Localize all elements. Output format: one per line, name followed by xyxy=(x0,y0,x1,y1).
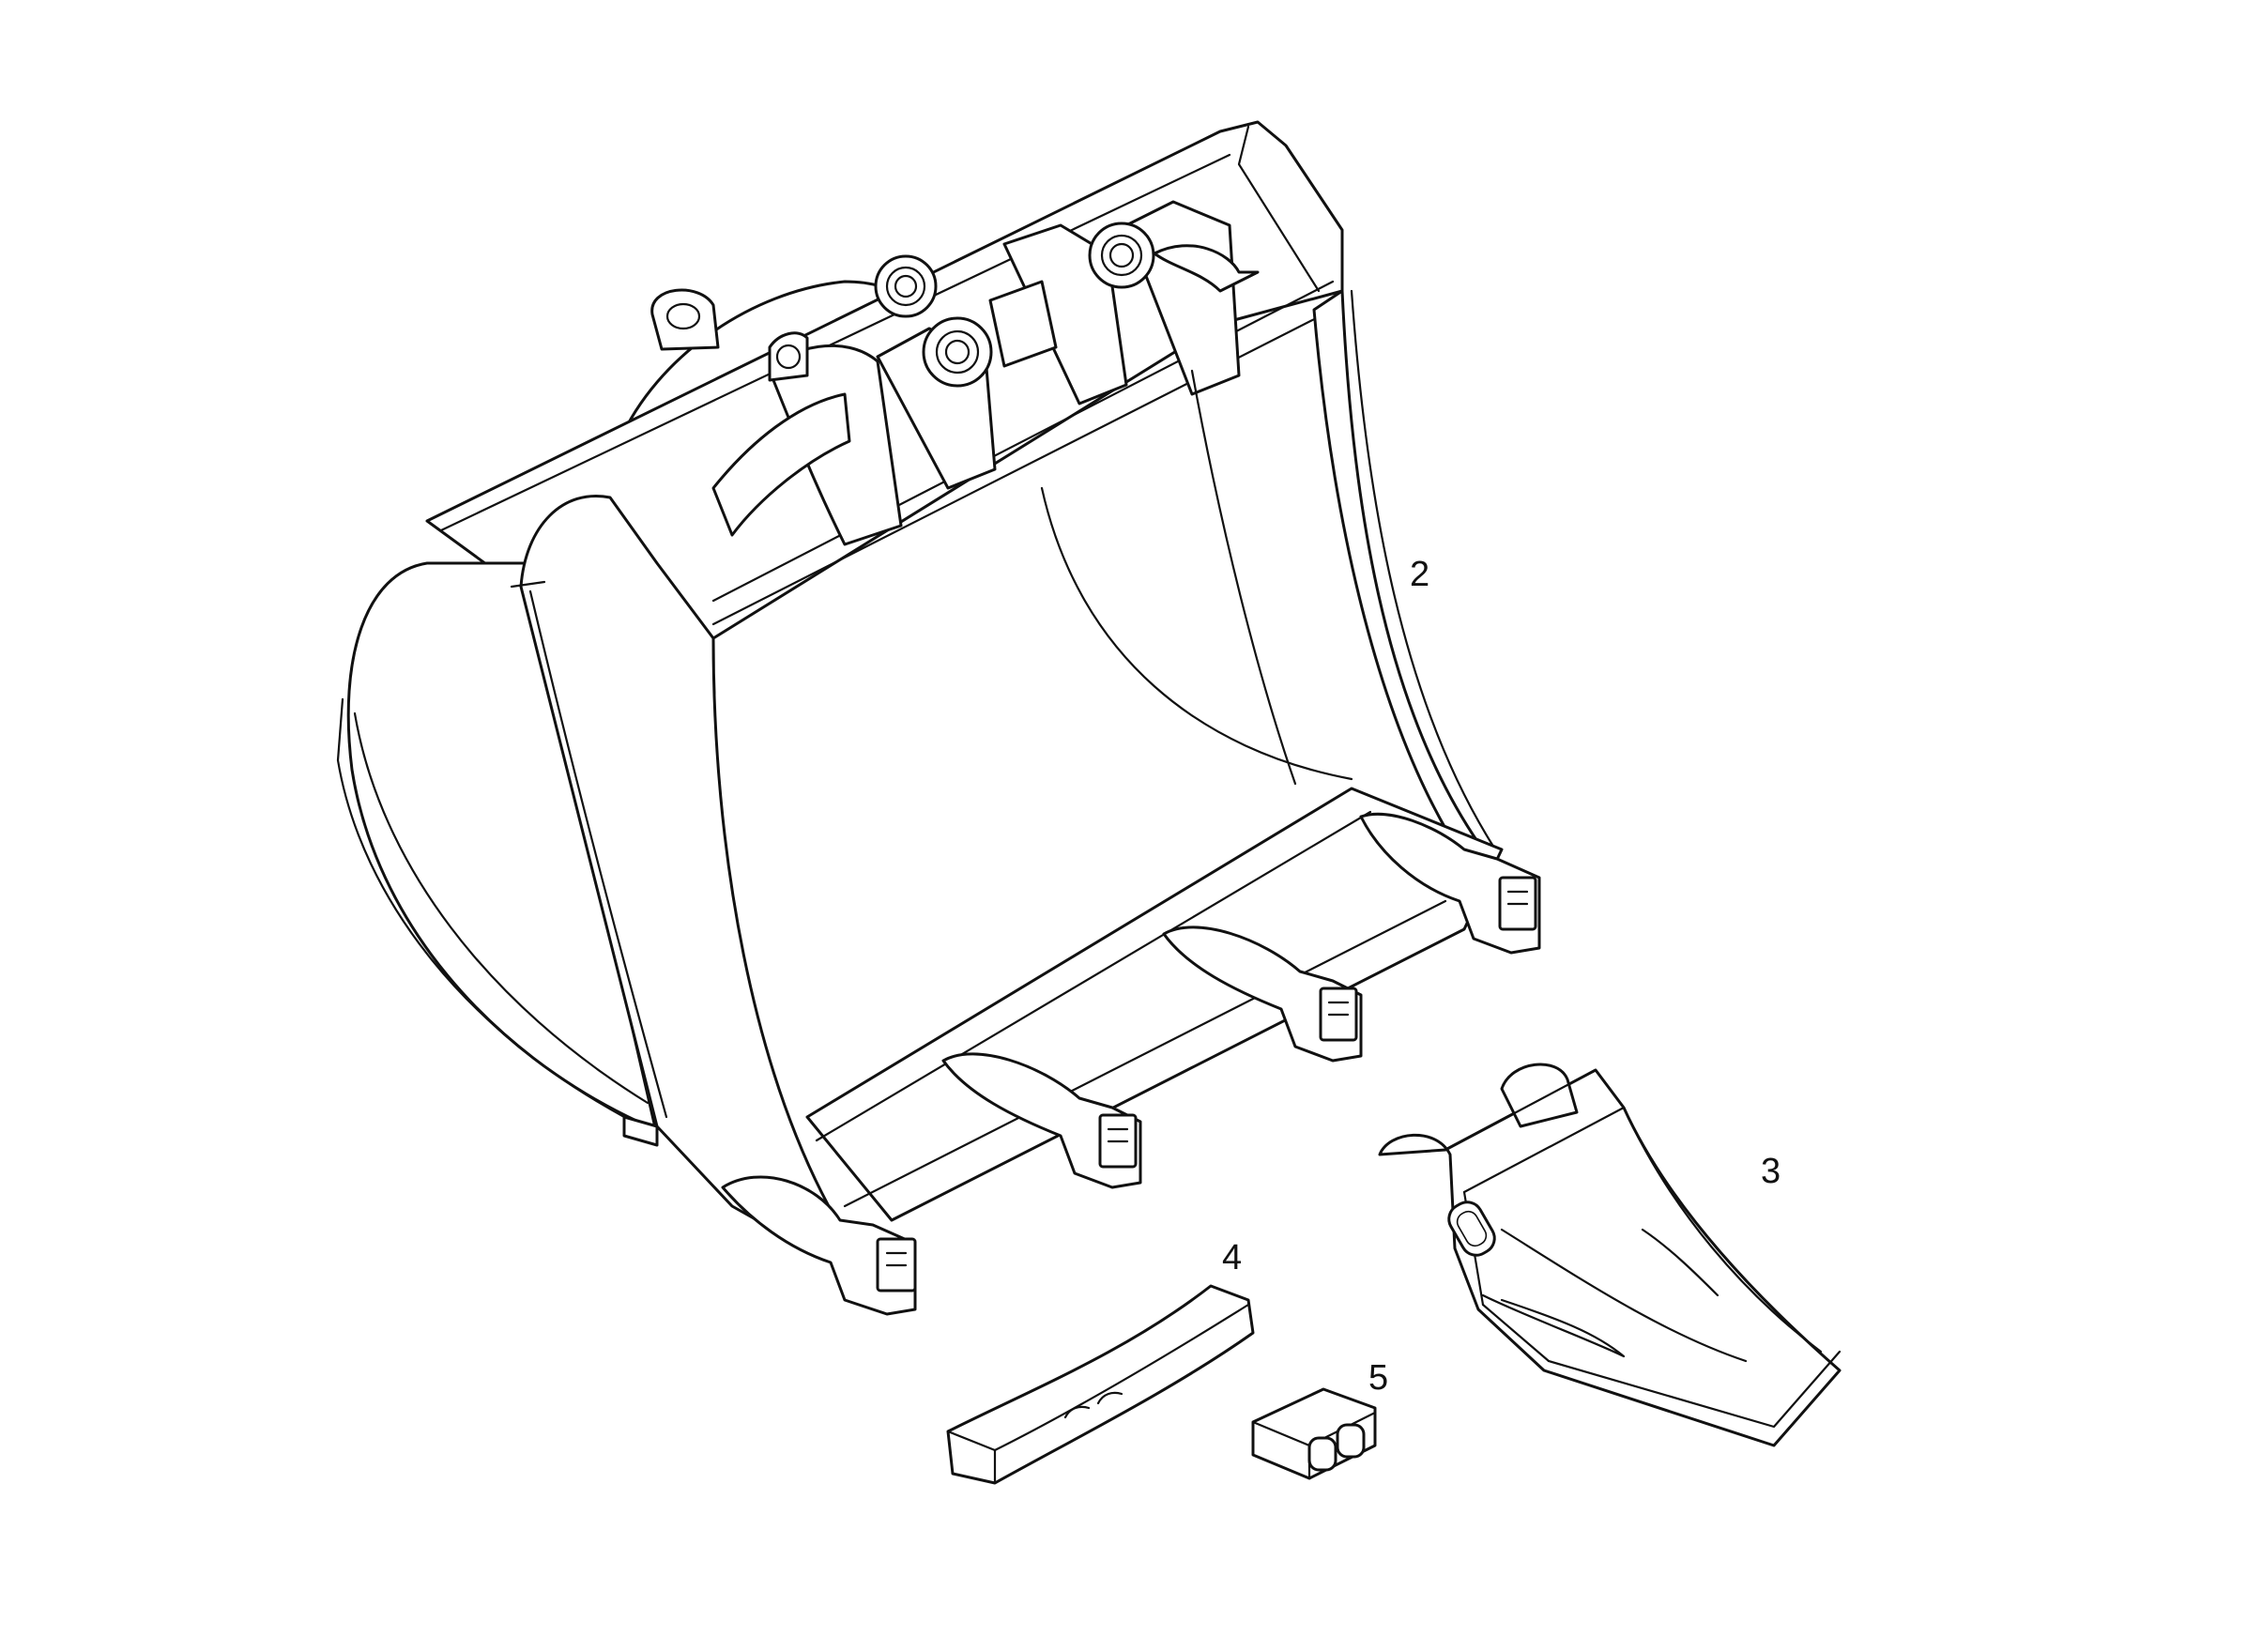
callout-bucket: 2 xyxy=(1410,555,1429,594)
callout-tooth: 3 xyxy=(1761,1152,1781,1191)
callout-retainer: 5 xyxy=(1368,1358,1388,1398)
retainer-part xyxy=(1251,1387,1377,1480)
tooth-part xyxy=(1378,1063,1842,1447)
bucket-part xyxy=(336,120,1541,1316)
pin-part xyxy=(946,1284,1255,1485)
callout-pin: 4 xyxy=(1222,1238,1242,1277)
